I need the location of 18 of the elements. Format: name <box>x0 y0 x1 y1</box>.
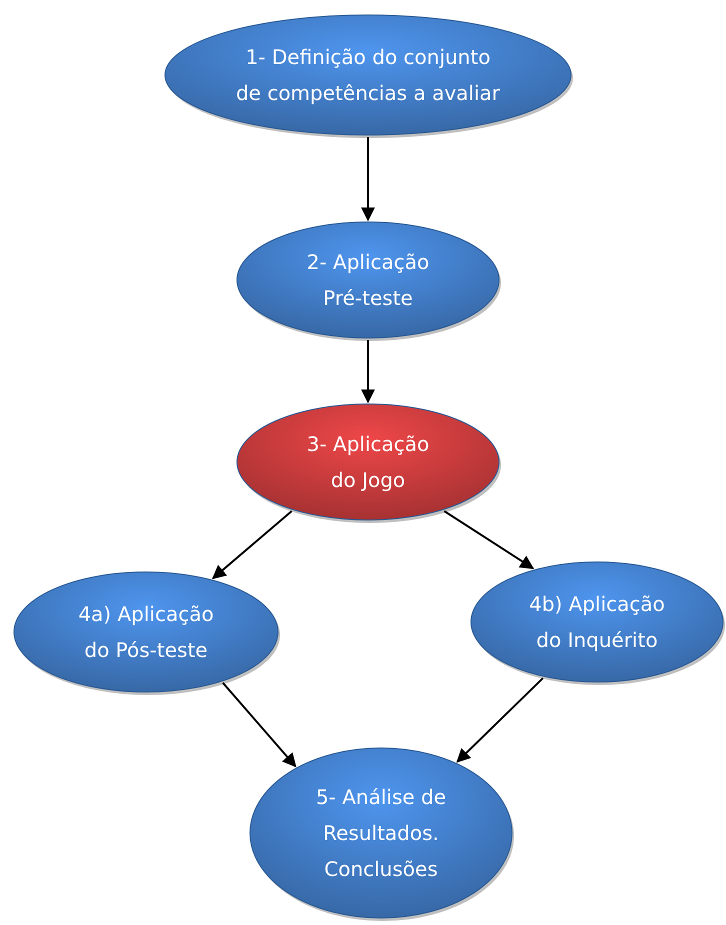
node-label: 1- Definição do conjunto de competências a avaliar <box>234 44 502 107</box>
arrow <box>212 510 292 580</box>
process-ellipse <box>235 402 501 522</box>
process-ellipse <box>12 570 280 694</box>
arrow <box>456 677 544 763</box>
process-ellipse <box>469 560 725 684</box>
process-ellipse <box>235 220 501 340</box>
arrow <box>361 137 375 222</box>
node-label: 3- Aplicação do Jogo <box>306 431 430 494</box>
node-label: 4b) Aplicação do Inquérito <box>528 591 666 654</box>
node-label: 4a) Aplicação do Pós-teste <box>77 601 215 664</box>
arrow <box>444 510 534 570</box>
process-ellipse <box>163 13 573 137</box>
arrow <box>222 682 296 768</box>
node-label: 5- Análise de Resultados. Conclusões <box>314 784 448 883</box>
arrow <box>361 340 375 404</box>
node-label: 2- Aplicação Pré-teste <box>306 249 430 312</box>
process-ellipse <box>248 746 514 920</box>
